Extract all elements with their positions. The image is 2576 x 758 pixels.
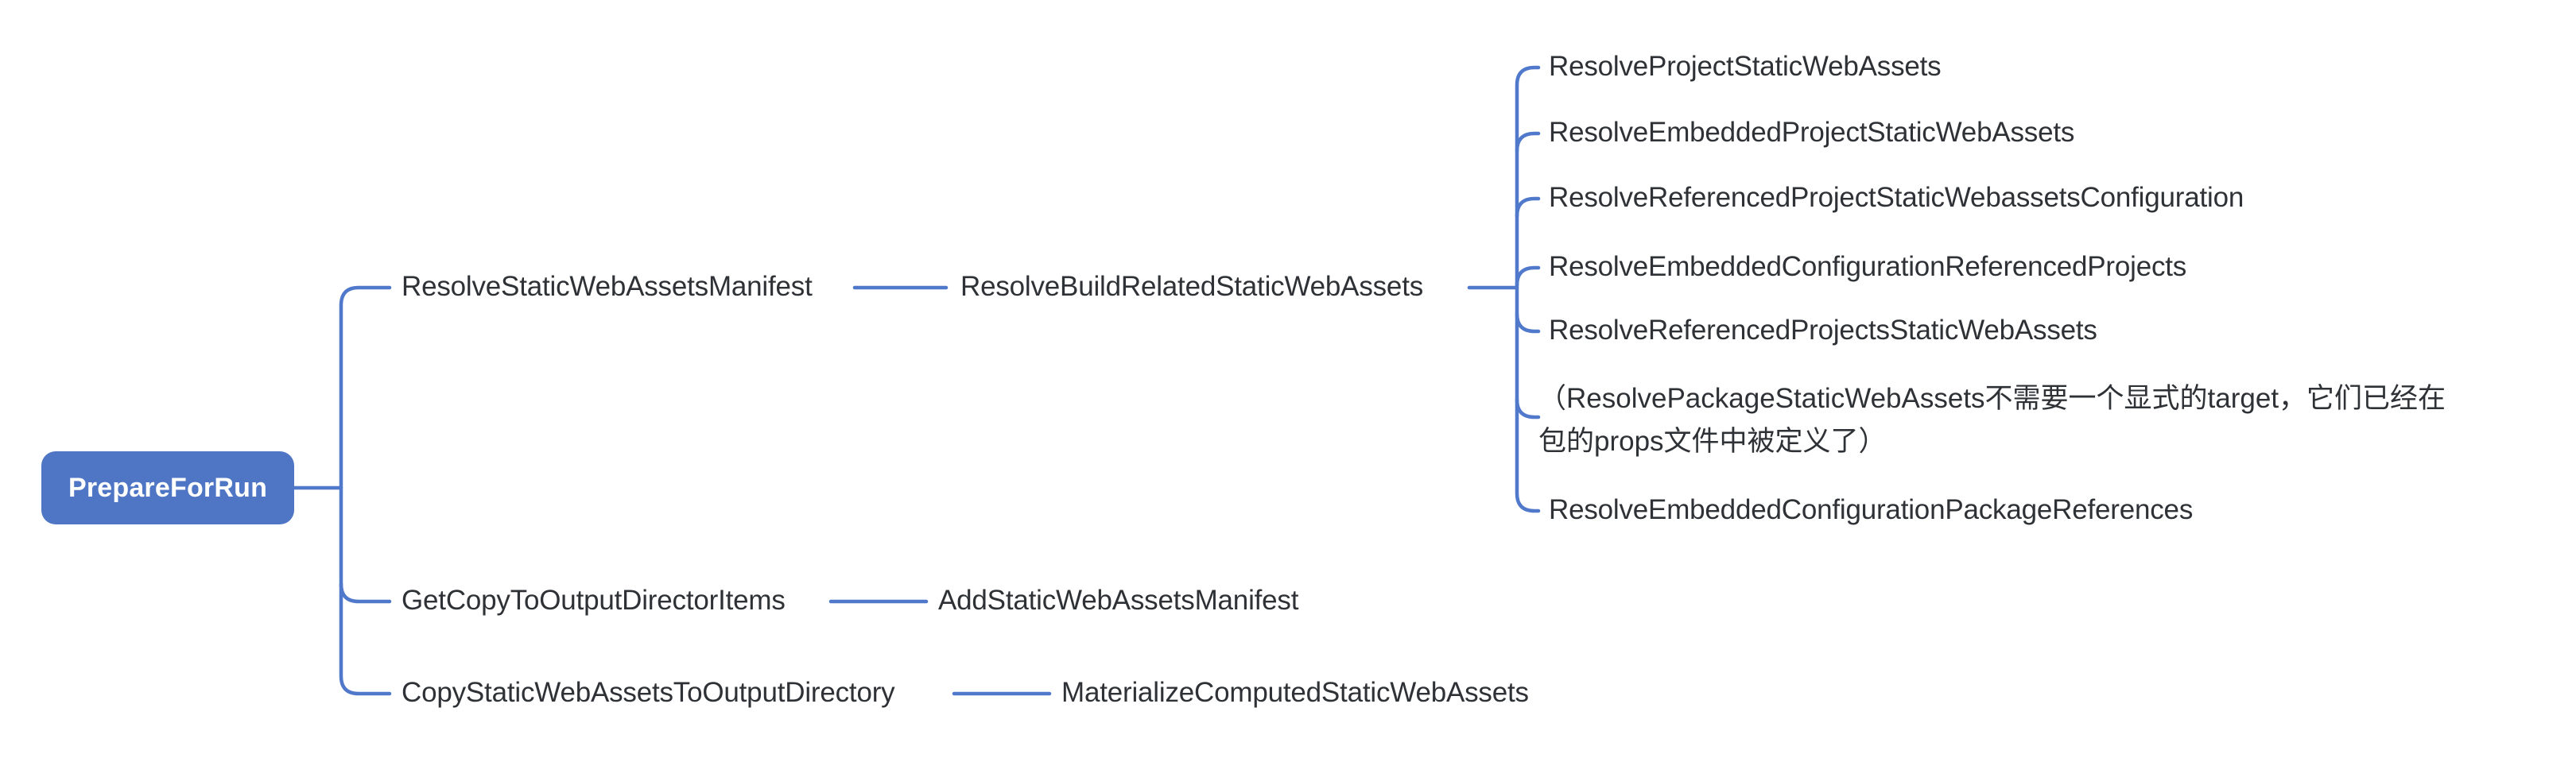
node-add-static-web-assets-manifest[interactable]: AddStaticWebAssetsManifest bbox=[938, 585, 1299, 617]
node-resolve-embedded-configuration-referenced-projects[interactable]: ResolveEmbeddedConfigurationReferencedPr… bbox=[1549, 251, 2187, 283]
node-resolve-build-related-static-web-assets[interactable]: ResolveBuildRelatedStaticWebAssets bbox=[960, 271, 1424, 303]
node-resolve-referenced-projects-static-web-assets[interactable]: ResolveReferencedProjectsStaticWebAssets bbox=[1549, 315, 2097, 346]
root-node-prepare-for-run[interactable]: PrepareForRun bbox=[41, 451, 294, 524]
leaf-trunk bbox=[1515, 65, 1541, 513]
node-resolve-project-static-web-assets[interactable]: ResolveProjectStaticWebAssets bbox=[1549, 51, 1942, 83]
leaf-junction-3 bbox=[1515, 196, 1541, 219]
leaf-junction-2 bbox=[1515, 131, 1541, 153]
note-line-1: （ResolvePackageStaticWebAssets不需要一个显式的ta… bbox=[1538, 383, 2446, 414]
node-resolve-embedded-configuration-package-references[interactable]: ResolveEmbeddedConfigurationPackageRefer… bbox=[1549, 494, 2194, 526]
branch-b-junction bbox=[339, 582, 392, 604]
leaf-junction-4 bbox=[1515, 265, 1541, 288]
node-resolve-referenced-project-static-webassets-configuration[interactable]: ResolveReferencedProjectStaticWebassetsC… bbox=[1549, 182, 2244, 214]
node-copy-static-web-assets-to-output-directory[interactable]: CopyStaticWebAssetsToOutputDirectory bbox=[402, 677, 895, 709]
node-package-static-web-assets-note[interactable]: （ResolvePackageStaticWebAssets不需要一个显式的ta… bbox=[1538, 377, 2446, 463]
node-materialize-computed-static-web-assets[interactable]: MaterializeComputedStaticWebAssets bbox=[1061, 677, 1529, 709]
note-line-2: 包的props文件中被定义了） bbox=[1538, 426, 1887, 457]
main-trunk bbox=[339, 285, 392, 696]
leaf-junction-note bbox=[1515, 397, 1541, 420]
root-node-label: PrepareForRun bbox=[68, 472, 268, 503]
node-get-copy-to-output-director-items[interactable]: GetCopyToOutputDirectorItems bbox=[402, 585, 786, 617]
node-resolve-embedded-project-static-web-assets[interactable]: ResolveEmbeddedProjectStaticWebAssets bbox=[1549, 117, 2075, 149]
leaf-junction-5 bbox=[1515, 311, 1541, 334]
node-resolve-static-web-assets-manifest[interactable]: ResolveStaticWebAssetsManifest bbox=[402, 271, 813, 303]
